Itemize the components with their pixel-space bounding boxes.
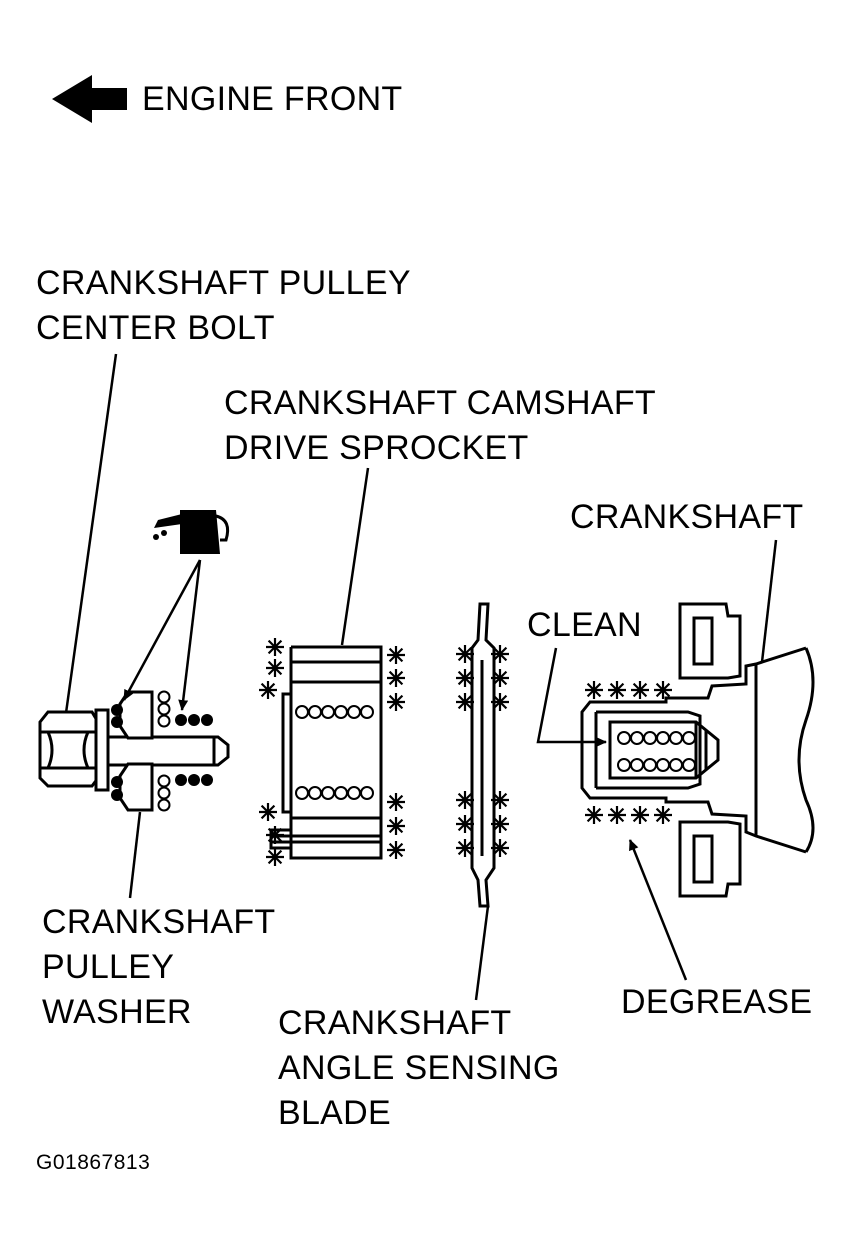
asterisk-mark	[491, 839, 509, 857]
asterisk-mark	[456, 839, 474, 857]
camshaft-sprocket-label-line2: DRIVE SPROCKET	[224, 429, 529, 467]
asterisk-mark	[259, 681, 277, 699]
asterisk-mark	[608, 681, 626, 699]
asterisk-mark	[491, 669, 509, 687]
asterisk-mark	[266, 826, 284, 844]
pulley-washer-part	[118, 690, 154, 812]
asterisk-mark	[387, 817, 405, 835]
grease-circles-crankshaft	[617, 731, 696, 772]
grease-circles-sprocket	[295, 705, 374, 800]
asterisk-mark	[631, 806, 649, 824]
asterisk-mark	[266, 638, 284, 656]
asterisk-mark	[387, 793, 405, 811]
asterisk-mark	[259, 803, 277, 821]
asterisk-mark	[456, 645, 474, 663]
asterisk-mark	[608, 806, 626, 824]
engine-front-arrow-icon	[52, 75, 127, 123]
asterisk-mark	[387, 693, 405, 711]
asterisk-mark	[266, 659, 284, 677]
asterisk-mark	[585, 806, 603, 824]
asterisk-mark	[631, 681, 649, 699]
asterisk-mark	[456, 791, 474, 809]
asterisk-mark	[491, 645, 509, 663]
angle-sensing-blade-label-line1: CRANKSHAFT	[278, 1004, 512, 1042]
angle-sensing-blade-part	[470, 602, 496, 908]
pulley-washer-label-line2: PULLEY	[42, 948, 175, 986]
pulley-center-bolt-label-line1: CRANKSHAFT PULLEY	[36, 264, 411, 302]
asterisk-mark	[654, 806, 672, 824]
asterisk-mark	[585, 681, 603, 699]
grease-circles-washer	[157, 690, 171, 812]
angle-sensing-blade-label-line3: BLADE	[278, 1094, 391, 1132]
clean-label: CLEAN	[527, 606, 642, 644]
asterisk-mark	[491, 693, 509, 711]
asterisk-mark	[491, 791, 509, 809]
asterisk-mark	[387, 669, 405, 687]
degrease-marks	[259, 638, 672, 866]
asterisk-mark	[387, 646, 405, 664]
oil-can-icon	[153, 510, 230, 554]
asterisk-mark	[491, 815, 509, 833]
figure-id: G01867813	[36, 1151, 151, 1174]
center-bolt-part	[38, 708, 230, 792]
pulley-washer-label-line3: WASHER	[42, 993, 192, 1031]
pulley-center-bolt-label-line2: CENTER BOLT	[36, 309, 275, 347]
oil-application-points	[111, 704, 213, 801]
engine-front-label: ENGINE FRONT	[142, 80, 403, 118]
crankshaft-label: CRANKSHAFT	[570, 498, 804, 536]
asterisk-mark	[456, 669, 474, 687]
asterisk-mark	[456, 693, 474, 711]
crankshaft-part	[580, 602, 815, 898]
pulley-washer-label-line1: CRANKSHAFT	[42, 903, 276, 941]
angle-sensing-blade-label-line2: ANGLE SENSING	[278, 1049, 560, 1087]
camshaft-sprocket-label-line1: CRANKSHAFT CAMSHAFT	[224, 384, 656, 422]
asterisk-mark	[654, 681, 672, 699]
camshaft-drive-sprocket-part	[269, 645, 383, 860]
oil-pointer-arrows	[122, 559, 202, 711]
degrease-label: DEGREASE	[621, 983, 813, 1021]
asterisk-mark	[266, 848, 284, 866]
asterisk-mark	[387, 841, 405, 859]
leader-lines	[64, 353, 778, 1001]
asterisk-mark	[456, 815, 474, 833]
